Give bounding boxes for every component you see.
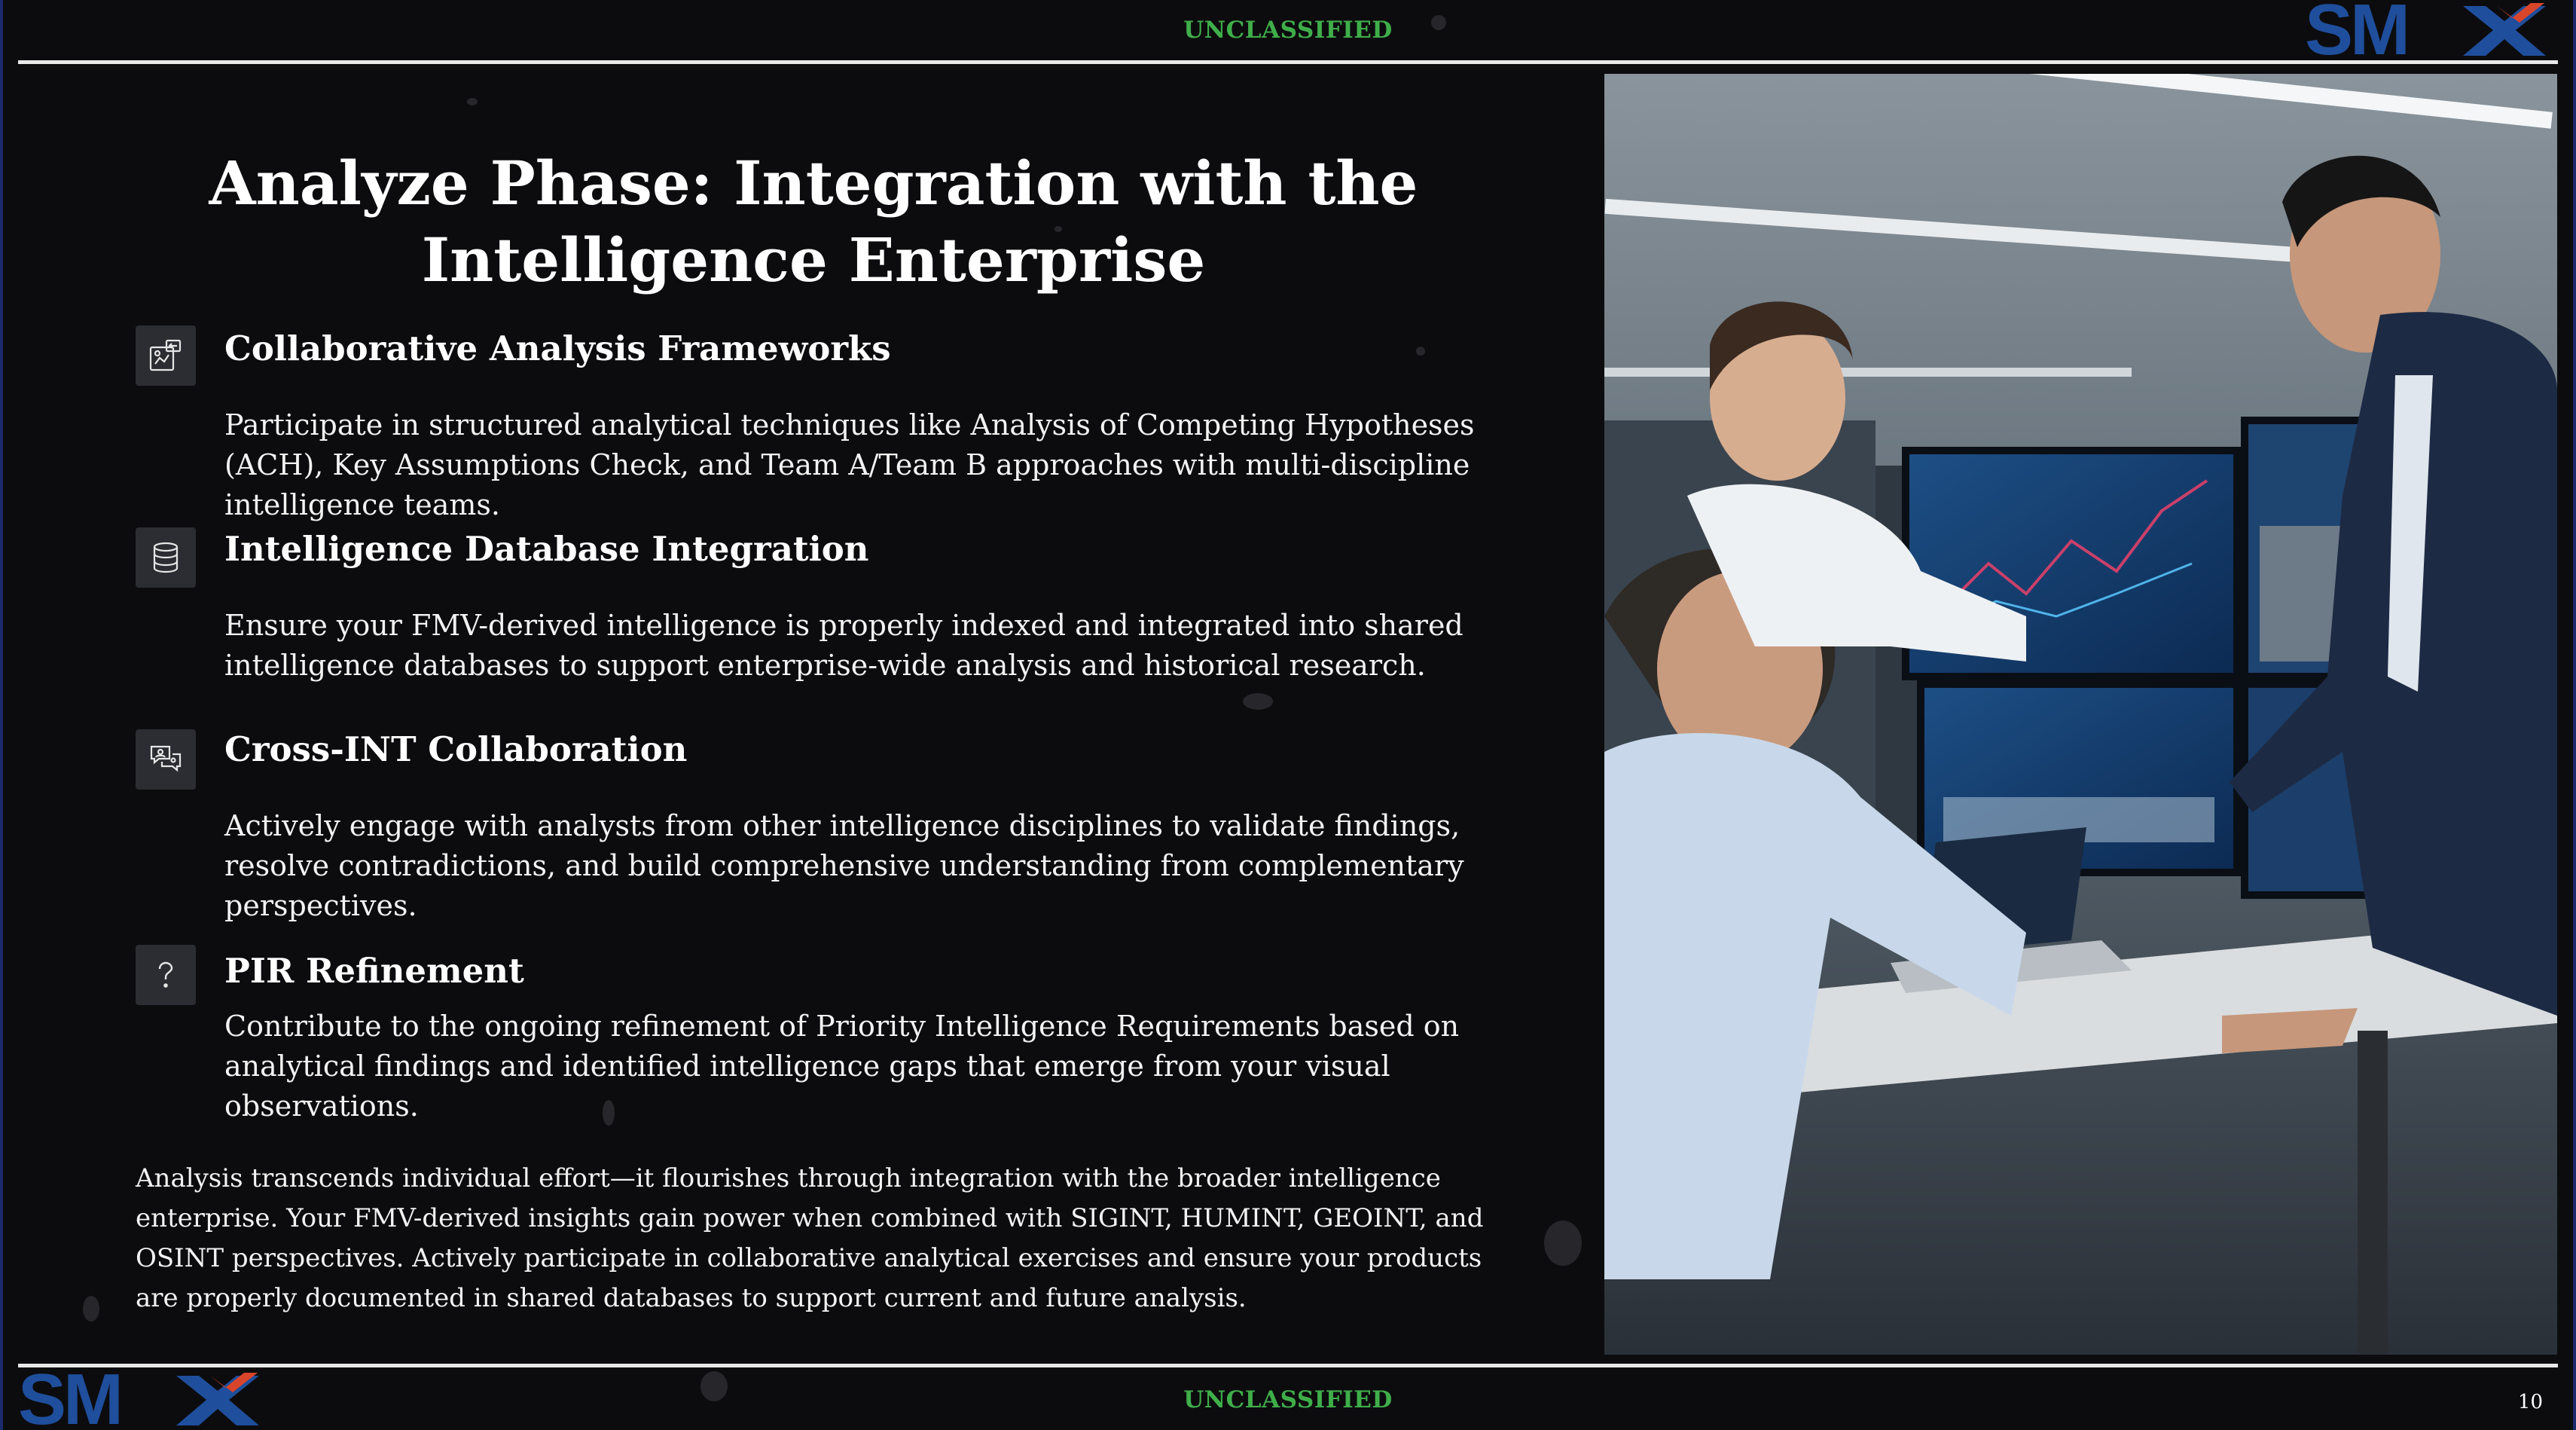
background-speck: [1243, 693, 1273, 710]
collaboration-framework-icon: [136, 325, 196, 386]
background-speck: [700, 1371, 728, 1401]
question-mark-icon: [136, 945, 196, 1005]
right-frame-border: [2573, 0, 2576, 1430]
analysts-photo-illustration: [1604, 74, 2557, 1355]
bottom-divider: [18, 1364, 2558, 1367]
bottom-classification-banner: UNCLASSIFIED: [1183, 1386, 1393, 1413]
section-body-cross-int: Actively engage with analysts from other…: [224, 809, 1464, 922]
section-body-database-integration: Ensure your FMV-derived intelligence is …: [224, 609, 1463, 682]
top-divider: [18, 60, 2558, 64]
top-classification-banner: UNCLASSIFIED: [1183, 17, 1393, 44]
analysts-photo: [1604, 74, 2557, 1355]
section-title-pir-refinement: PIR Refinement: [224, 951, 524, 991]
background-speck: [83, 1296, 99, 1322]
section-title-cross-int: Cross-INT Collaboration: [224, 729, 688, 769]
svg-text:SM: SM: [18, 1368, 121, 1428]
chat-users-icon: [136, 729, 196, 790]
smx-logo-bottom: SM: [18, 1368, 259, 1428]
slide-title-line-1: Analyze Phase: Integration with the: [209, 148, 1418, 218]
section-body-pir-refinement: Contribute to the ongoing refinement of …: [224, 1010, 1460, 1123]
left-frame-border: [0, 0, 3, 1430]
background-speck: [1544, 1221, 1582, 1266]
page-number: 10: [2517, 1391, 2543, 1413]
background-speck: [1431, 15, 1446, 30]
summary-paragraph: Analysis transcends individual effort—it…: [136, 1163, 1484, 1313]
database-icon: [136, 527, 196, 588]
background-speck: [603, 1100, 615, 1126]
section-body-collaborative-analysis: Participate in structured analytical tec…: [224, 408, 1475, 521]
background-speck: [467, 98, 478, 105]
background-speck: [1055, 226, 1062, 232]
slide-title: Analyze Phase: Integration with the Inte…: [136, 145, 1491, 298]
section-title-collaborative-analysis: Collaborative Analysis Frameworks: [224, 328, 891, 368]
background-speck: [1416, 347, 1425, 356]
smx-logo-top: SM: [2305, 0, 2546, 60]
svg-text:SM: SM: [2305, 0, 2407, 60]
slide-title-line-2: Intelligence Enterprise: [421, 225, 1206, 295]
section-title-database-integration: Intelligence Database Integration: [224, 529, 869, 569]
